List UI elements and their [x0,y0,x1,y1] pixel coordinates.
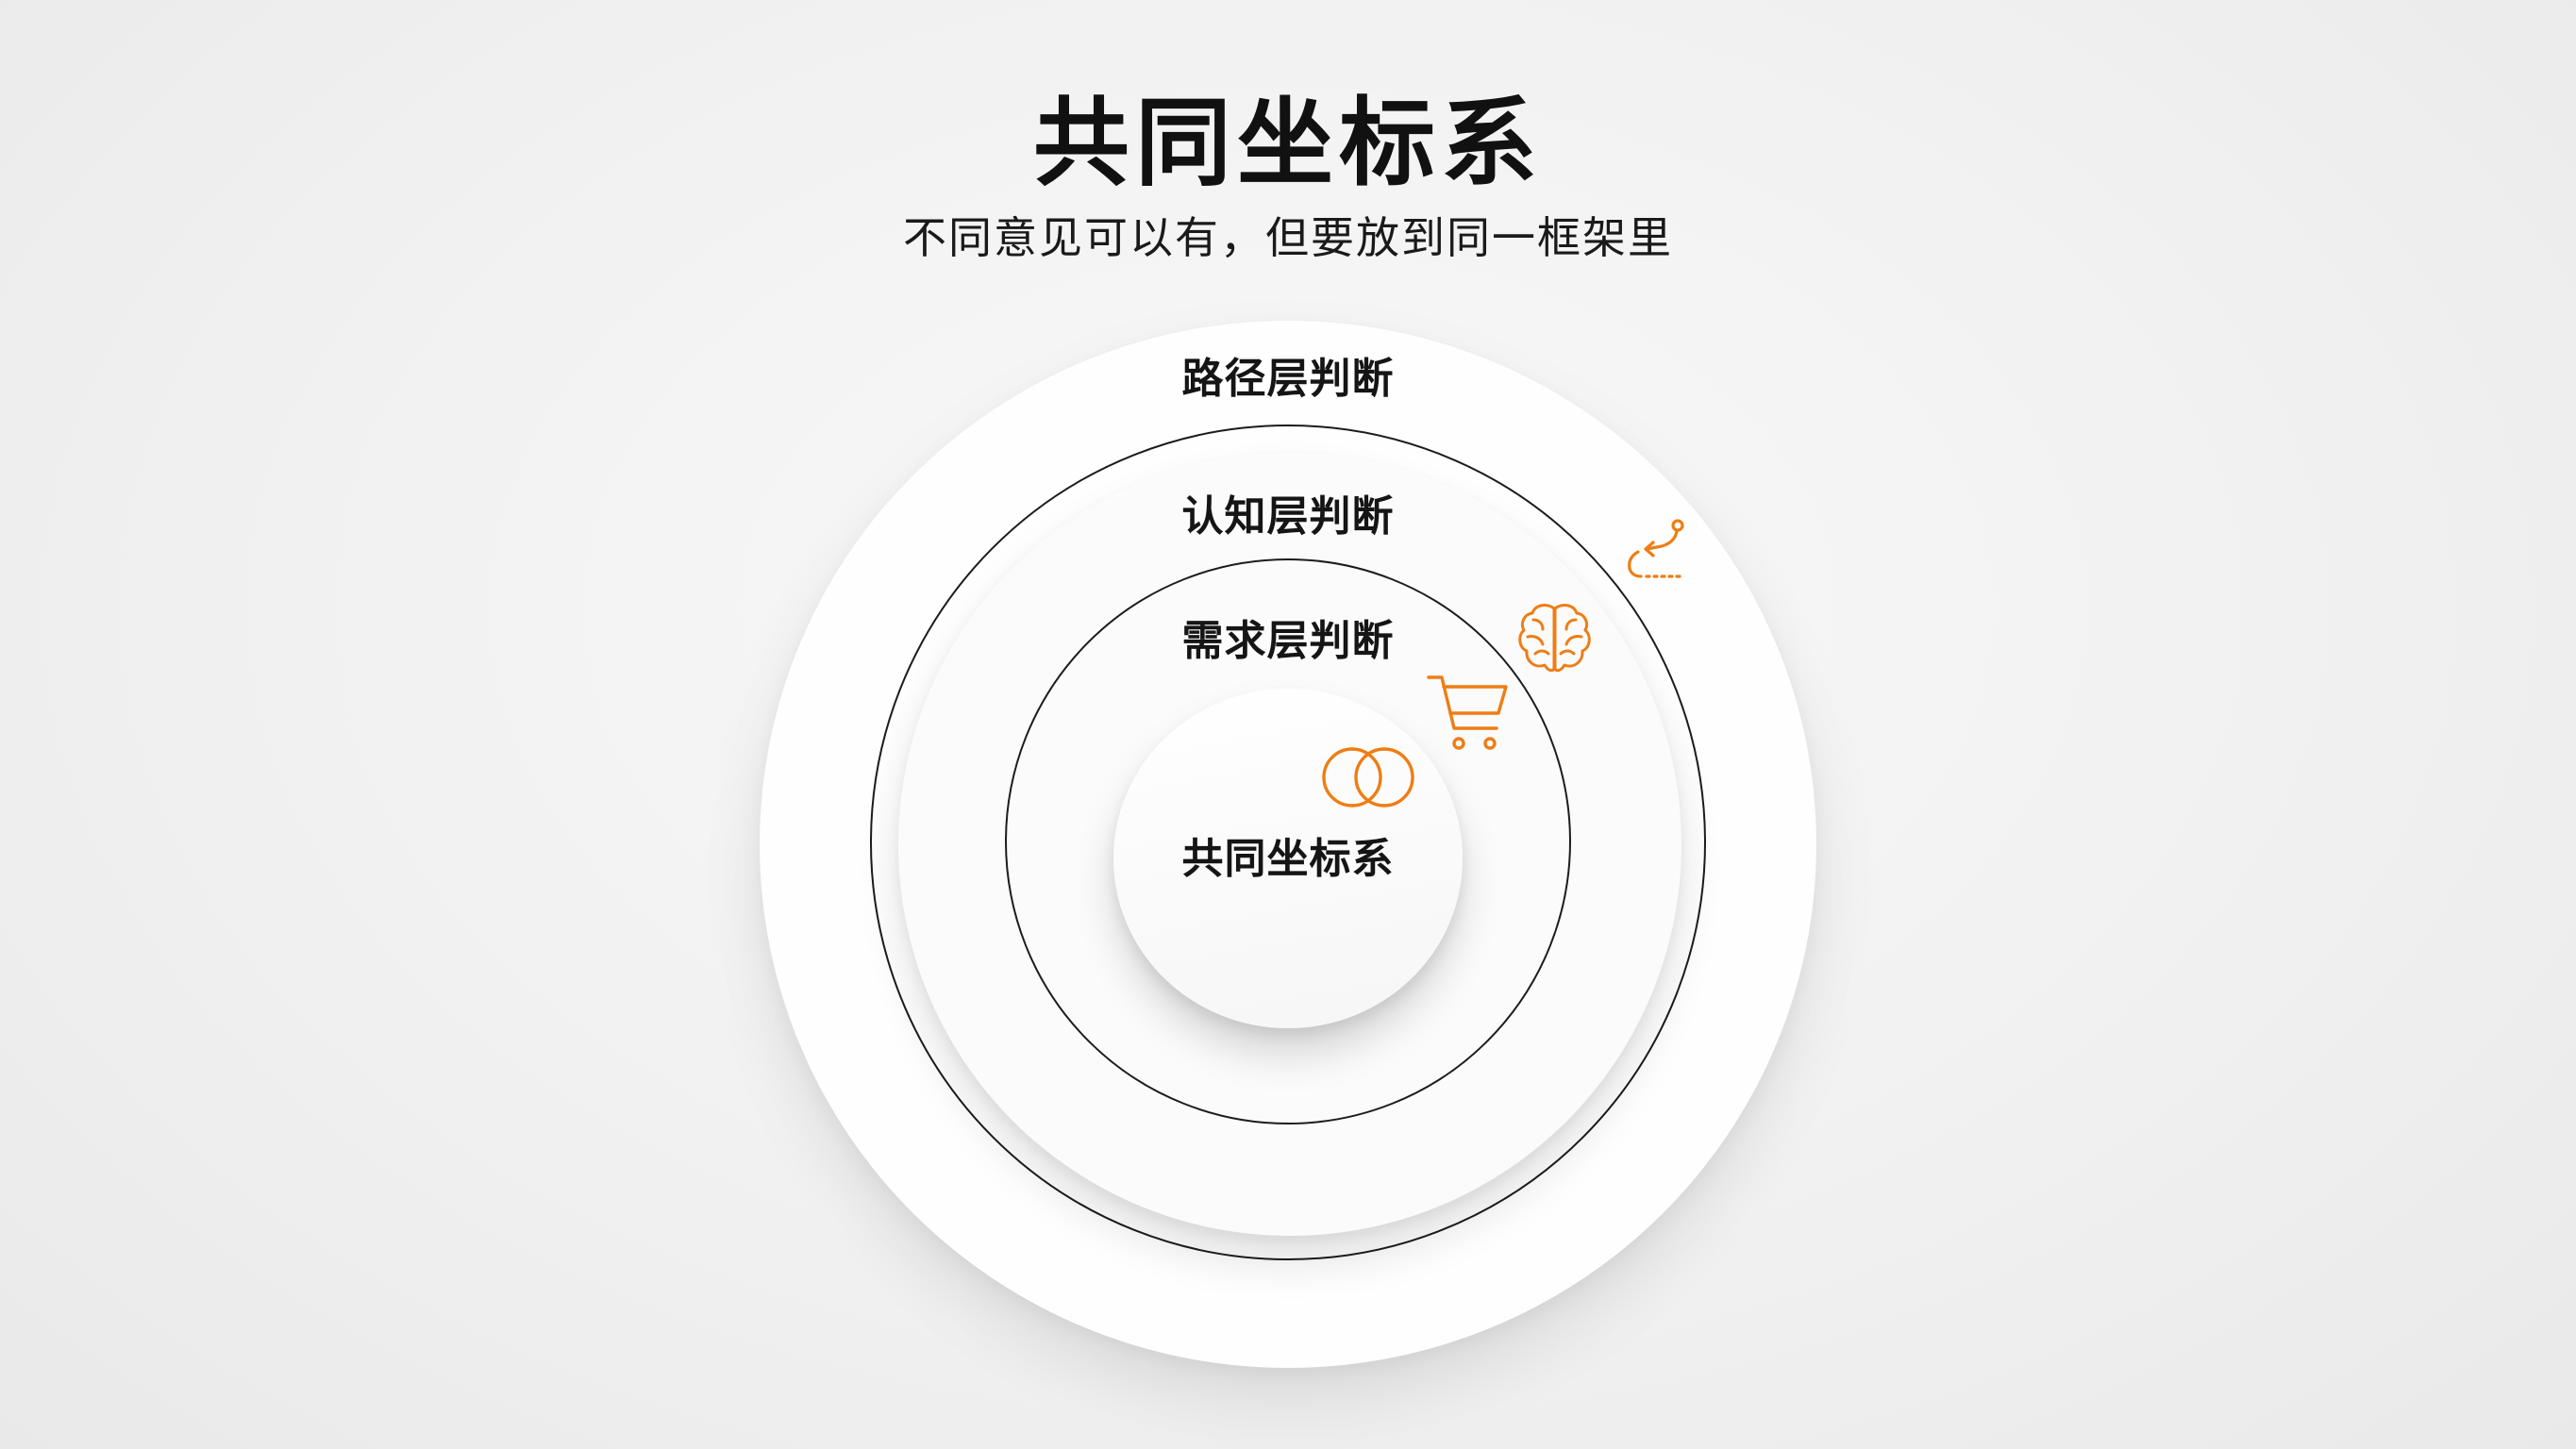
route-icon [1618,514,1698,594]
layer-label-path: 路径层判断 [1181,355,1395,403]
layer-label-common-frame: 共同坐标系 [1181,835,1395,883]
page-title: 共同坐标系 [1033,88,1543,200]
layer-label-demand: 需求层判断 [1181,617,1395,665]
inner-ring [1005,558,1571,1124]
overlapping-circles-icon [1318,743,1418,811]
outer-ring [870,425,1706,1260]
page-subtitle: 不同意见可以有，但要放到同一框架里 [903,212,1673,263]
center-disc-common-frame [1113,689,1463,1028]
layer-label-cognition: 认知层判断 [1181,492,1395,541]
shopping-cart-icon [1423,672,1513,757]
brain-icon [1514,599,1595,679]
